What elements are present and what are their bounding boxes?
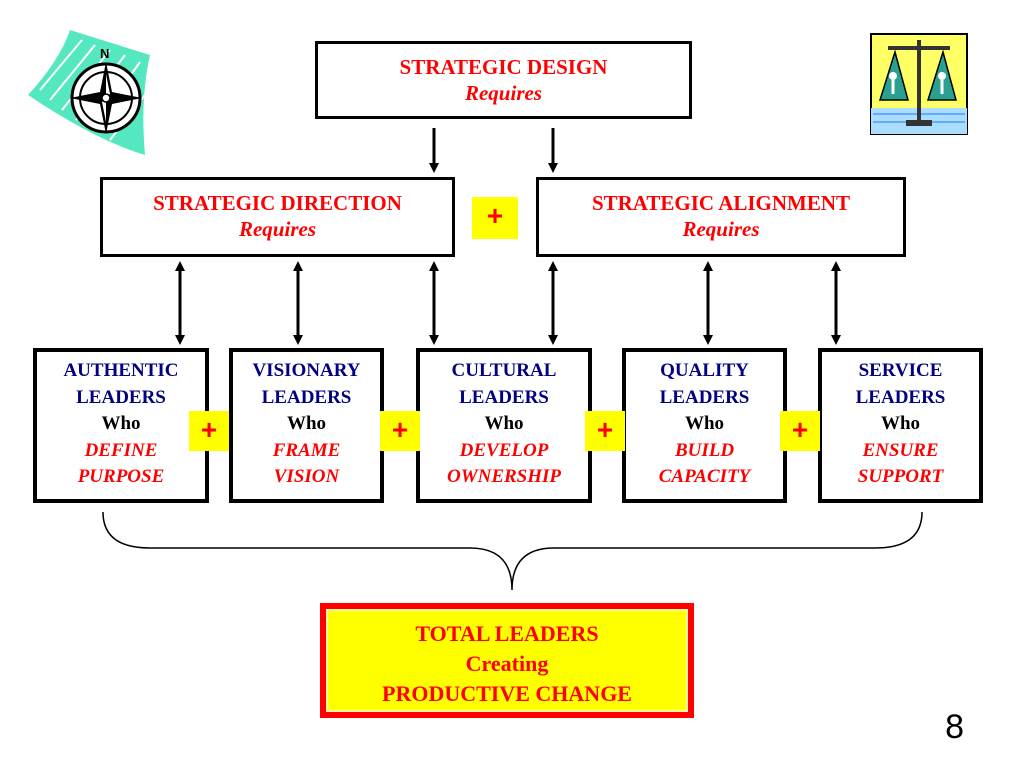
grouping-brace (102, 511, 923, 591)
strategic-design-requires: Requires (464, 81, 542, 105)
plus-sign: + (780, 411, 820, 451)
compass-icon (28, 30, 150, 155)
authentic-leaders-box: AUTHENTIC LEADERS Who DEFINE PURPOSE (33, 348, 209, 503)
total-leaders-result: PRODUCTIVE CHANGE (382, 681, 632, 706)
leader-action-object: VISION (273, 466, 340, 487)
leader-who: Who (101, 413, 141, 434)
leader-who: Who (484, 413, 524, 434)
service-leaders-box: SERVICE LEADERS Who ENSURE SUPPORT (818, 348, 983, 503)
leader-who: Who (880, 413, 921, 434)
plus-sign: + (585, 411, 625, 451)
leader-label: LEADERS (659, 386, 750, 408)
strategic-design-box: STRATEGIC DESIGN Requires (315, 41, 692, 119)
leader-label: LEADERS (855, 386, 946, 408)
leader-label: LEADERS (76, 386, 166, 408)
leader-type: VISIONARY (252, 360, 361, 381)
strategic-direction-title: STRATEGIC DIRECTION (153, 191, 402, 215)
leader-action-verb: ENSURE (862, 439, 939, 461)
total-leaders-creating: Creating (465, 651, 549, 676)
leader-action-object: PURPOSE (77, 466, 165, 487)
page-number: 8 (945, 708, 964, 746)
visionary-leaders-box: VISIONARY LEADERS Who FRAME VISION (229, 348, 384, 503)
leader-action-verb: BUILD (674, 439, 735, 461)
strategic-direction-box: STRATEGIC DIRECTION Requires (100, 177, 455, 257)
total-leaders-box: TOTAL LEADERS Creating PRODUCTIVE CHANGE (320, 603, 694, 718)
leader-label: LEADERS (459, 386, 549, 408)
strategic-alignment-box: STRATEGIC ALIGNMENT Requires (536, 177, 906, 257)
leader-action-object: OWNERSHIP (446, 466, 562, 487)
leader-action-verb: DEFINE (84, 439, 158, 461)
leader-type: CULTURAL (451, 360, 557, 381)
leader-who: Who (684, 413, 725, 434)
scales-of-justice-icon (870, 33, 968, 135)
strategic-alignment-title: STRATEGIC ALIGNMENT (591, 191, 851, 215)
leader-action-verb: FRAME (272, 439, 341, 461)
compass-north-label: N (100, 46, 109, 61)
plus-sign: + (472, 197, 518, 239)
plus-sign: + (189, 411, 229, 451)
leader-label: LEADERS (261, 386, 352, 408)
leader-type: QUALITY (660, 360, 749, 381)
leader-action-object: SUPPORT (857, 466, 944, 487)
strategic-design-title: STRATEGIC DESIGN (399, 55, 608, 79)
total-leaders-title: TOTAL LEADERS (415, 621, 599, 646)
quality-leaders-box: QUALITY LEADERS Who BUILD CAPACITY (622, 348, 787, 503)
leader-who: Who (286, 413, 327, 434)
strategic-alignment-requires: Requires (682, 217, 760, 241)
leader-action-verb: DEVELOP (459, 439, 549, 461)
cultural-leaders-box: CULTURAL LEADERS Who DEVELOP OWNERSHIP (416, 348, 592, 503)
leader-action-object: CAPACITY (658, 466, 751, 487)
leader-type: SERVICE (858, 360, 943, 381)
strategic-direction-requires: Requires (238, 217, 316, 241)
leader-type: AUTHENTIC (63, 360, 179, 381)
plus-sign: + (380, 411, 420, 451)
